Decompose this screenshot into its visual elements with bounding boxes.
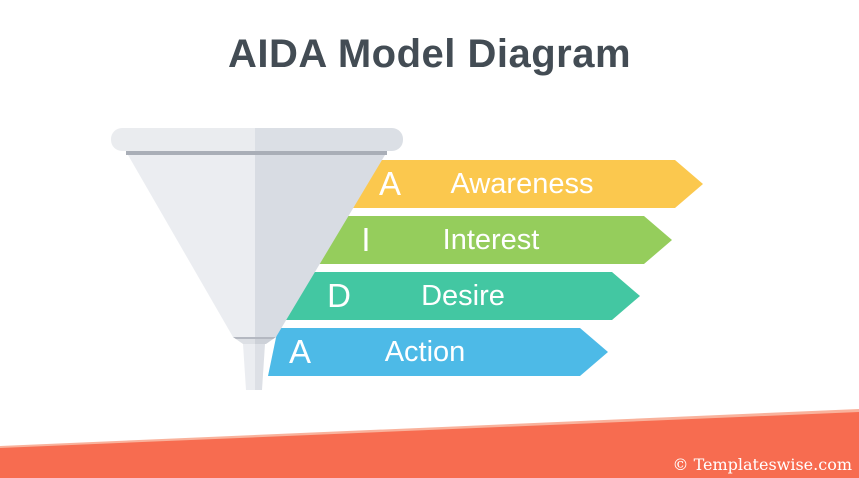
funnel-rim: [111, 128, 403, 151]
funnel-notch: [233, 337, 276, 344]
stage-letter-interest: I: [361, 221, 371, 258]
stage-letter-action: A: [288, 333, 312, 370]
stage-arrow-action: A Action: [268, 328, 608, 376]
funnel-rim-shadow: [126, 151, 387, 155]
stage-arrow-desire: D Desire: [274, 272, 640, 320]
funnel-stem: [243, 344, 265, 390]
stage-label-action: Action: [384, 336, 466, 368]
copyright-watermark: © Templateswise.com: [672, 455, 852, 474]
stage-label-interest: Interest: [442, 224, 540, 256]
stage-letter-desire: D: [327, 277, 351, 314]
stage-label-desire: Desire: [421, 280, 505, 312]
stage-letter-awareness: A: [378, 165, 402, 202]
stage-arrow-interest: I Interest: [285, 216, 672, 264]
slide-title: AIDA Model Diagram: [227, 32, 632, 76]
stage-label-awareness: Awareness: [450, 168, 594, 200]
